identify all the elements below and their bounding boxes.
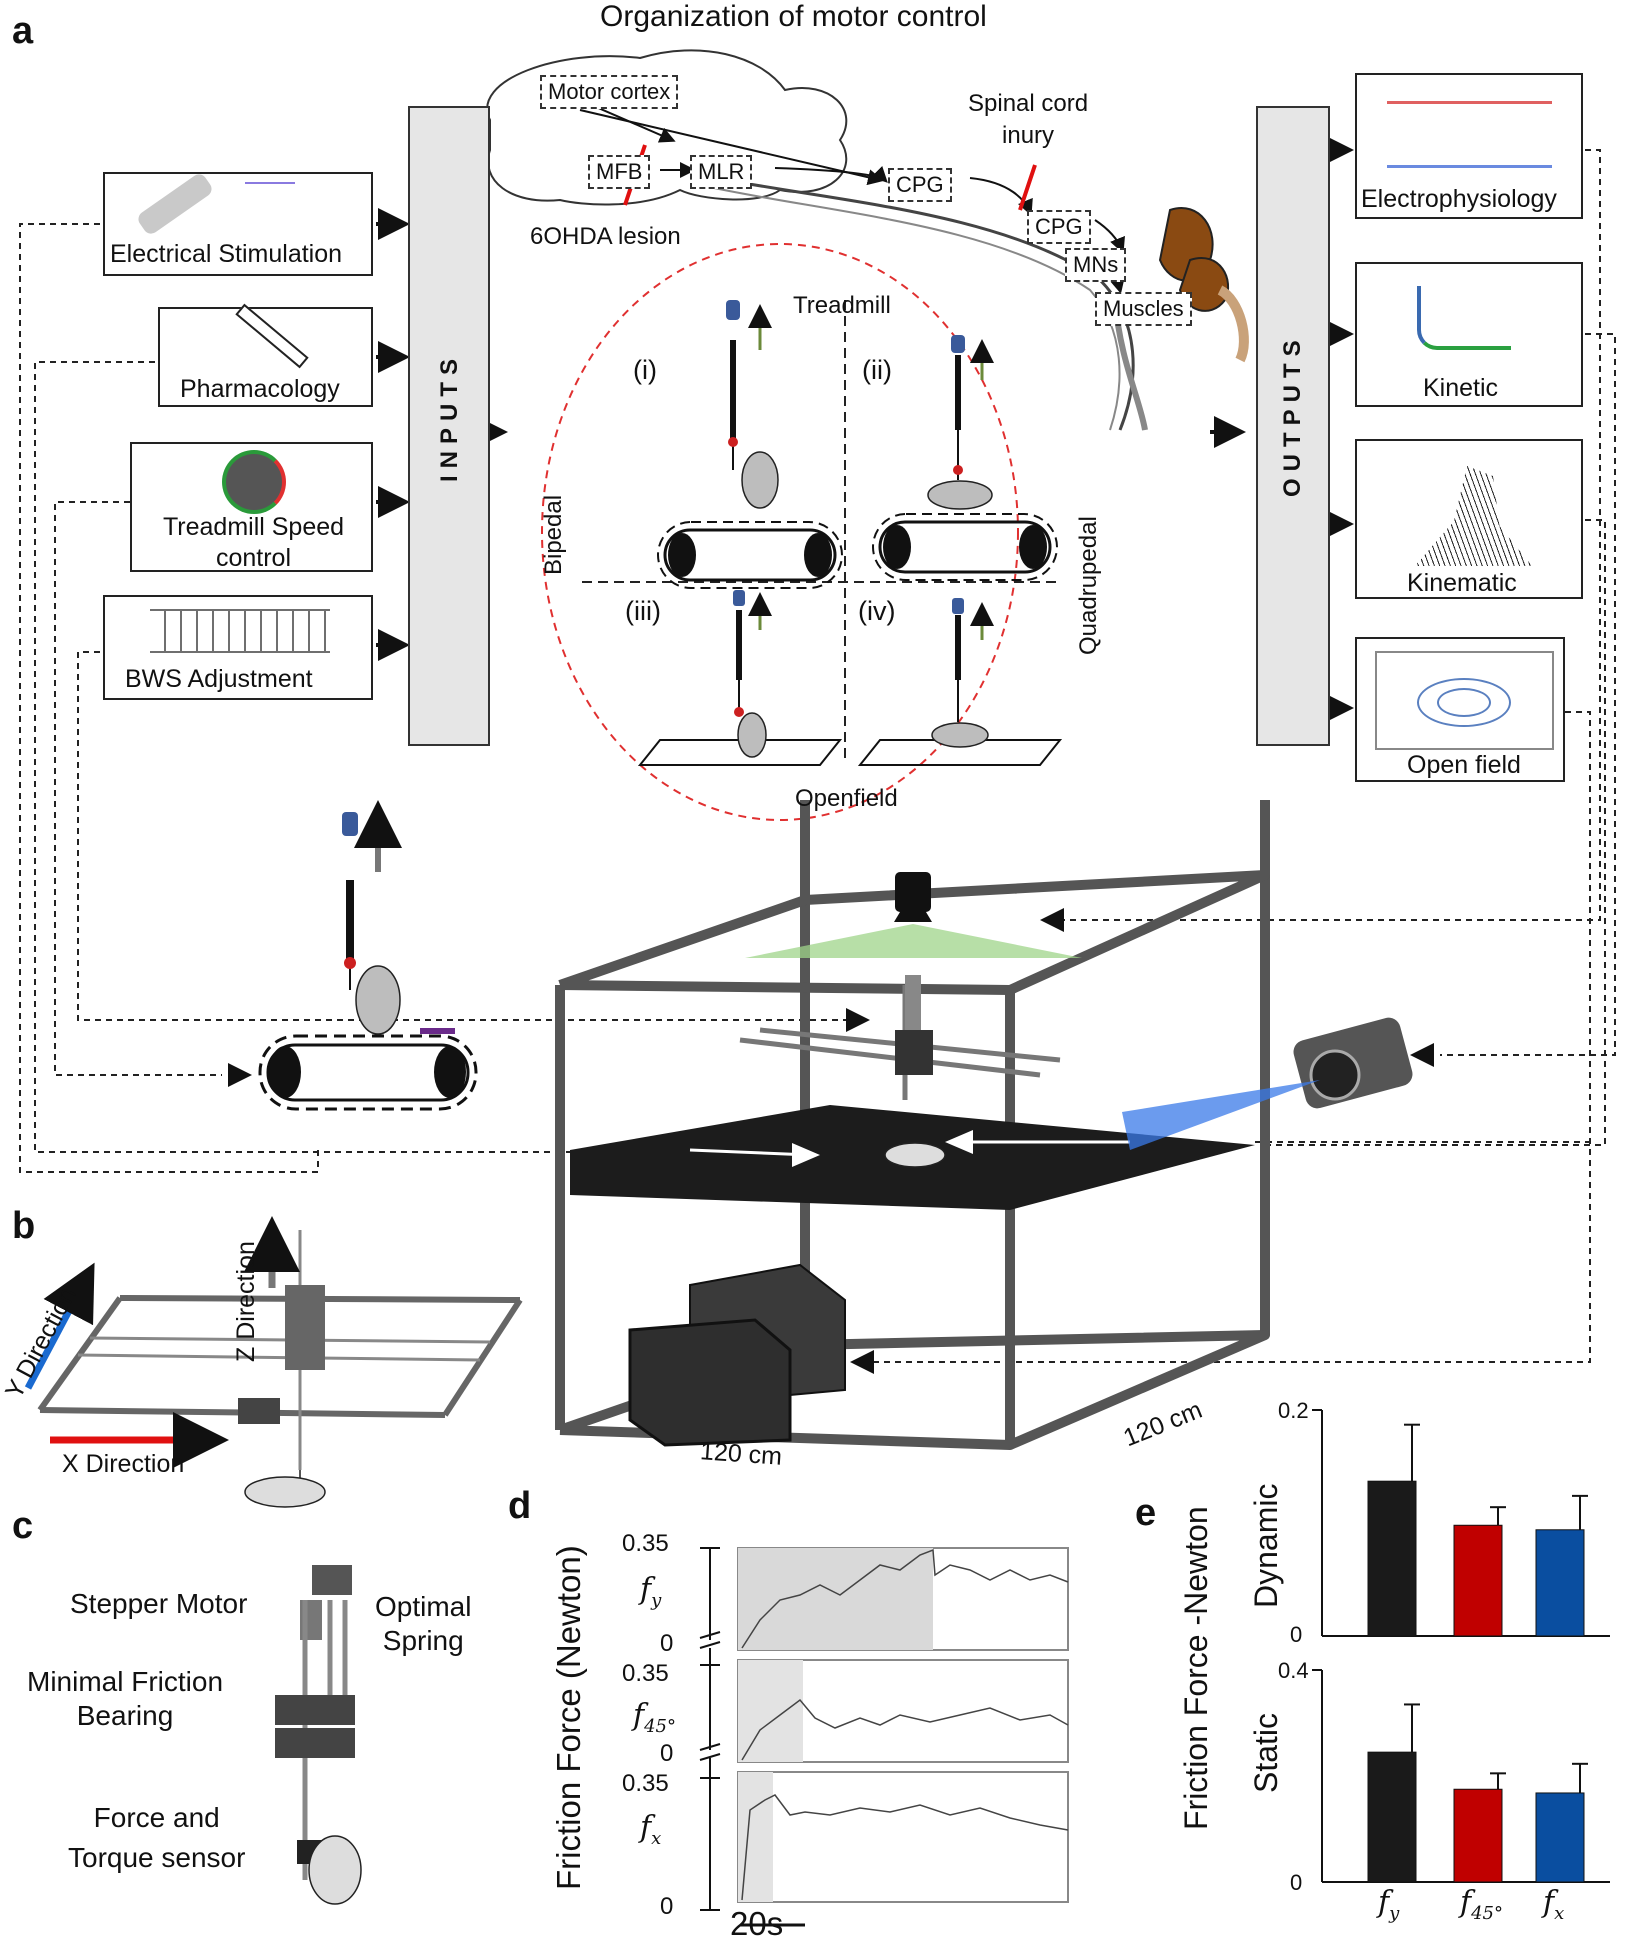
speedometer-icon [222, 450, 286, 514]
optimal-spring-label: Optimal Spring [375, 1591, 472, 1656]
stepper-motor-label: Stepper Motor [70, 1588, 248, 1619]
category-f-45: f45° [1460, 1885, 1504, 1924]
dynamic-bar-1 [1453, 1524, 1503, 1637]
category-f-x: fx [1543, 1885, 1565, 1924]
quadrant-iii-label: (iii) [625, 596, 661, 626]
mns-label: MNs [1065, 248, 1127, 282]
motor-cortex-label: Motor cortex [540, 75, 679, 109]
input-bws-adjustment[interactable]: BWS Adjustment [103, 595, 373, 700]
output-label: Kinetic [1423, 374, 1499, 402]
panel-d-label: d [508, 1485, 532, 1527]
force-torque-sensor-label: Force and Torque sensor [68, 1802, 246, 1873]
dynamic-top-tick: 0.2 [1278, 1398, 1309, 1423]
static-top-tick: 0.4 [1278, 1658, 1309, 1683]
cpg-spinal-label: CPG [1027, 210, 1091, 244]
static-bar-1 [1453, 1788, 1503, 1883]
output-label: Kinematic [1407, 569, 1517, 597]
spinal-cord-injury-label: Spinal cord inury [968, 90, 1089, 149]
cpg-brain-label: CPG [888, 168, 952, 202]
f-y-trace-label: fy [640, 1572, 662, 1611]
trace2-bottom-tick: 0 [660, 1740, 674, 1767]
static-zero-tick: 0 [1290, 1870, 1303, 1895]
trace3-top-tick: 0.35 [622, 1770, 669, 1797]
muscles-label: Muscles [1095, 292, 1192, 326]
openfield-label: Openfield [795, 785, 898, 812]
input-label: BWS Adjustment [125, 665, 313, 693]
pulse-train-icon [245, 182, 295, 202]
output-label: Electrophysiology [1361, 185, 1557, 213]
minimal-friction-bearing-label: Minimal Friction Bearing [27, 1666, 224, 1731]
emg-trace-blue [1387, 165, 1552, 168]
output-open-field[interactable]: Open field [1355, 637, 1565, 782]
quadrant-iv-label: (iv) [858, 596, 896, 626]
treadmill-label: Treadmill [793, 292, 891, 319]
mlr-label: MLR [690, 155, 753, 189]
static-bar-0 [1367, 1751, 1417, 1883]
panel-e-label: e [1135, 1492, 1157, 1534]
figure-title: Organization of motor control [600, 0, 987, 33]
outputs-bar: OUTPUTS [1256, 106, 1330, 746]
panel-b-label: b [12, 1205, 36, 1247]
x-direction-label: X Direction [62, 1450, 185, 1478]
panel-c-label: c [12, 1505, 34, 1547]
static-bar-2 [1535, 1792, 1585, 1883]
input-electrical-stimulation[interactable]: Electrical Stimulation [103, 171, 373, 276]
input-pharmacology[interactable]: Pharmacology [158, 303, 373, 407]
trace3-bottom-tick: 0 [660, 1893, 674, 1920]
input-treadmill-speed[interactable]: Treadmill Speed control [130, 442, 373, 572]
output-label: Open field [1407, 751, 1521, 779]
output-electrophysiology[interactable]: Electrophysiology [1355, 73, 1583, 219]
trace1-bottom-tick: 0 [660, 1630, 674, 1657]
inputs-bar: INPUTS [408, 106, 490, 746]
dynamic-bar-0 [1367, 1480, 1417, 1637]
time-scalebar-label: 20s [730, 1905, 784, 1942]
output-kinematic[interactable]: Kinematic [1355, 439, 1583, 599]
output-kinetic[interactable]: Kinetic [1355, 262, 1583, 407]
dynamic-zero-tick: 0 [1290, 1622, 1303, 1647]
input-label: Treadmill Speed control [162, 513, 345, 572]
emg-trace-red [1387, 101, 1552, 104]
panel-a-label: a [12, 10, 34, 52]
dynamic-bar-2 [1535, 1529, 1585, 1637]
quadrant-i-label: (i) [633, 355, 657, 385]
f-x-trace-label: fx [640, 1810, 662, 1849]
f-45-trace-label: f45° [633, 1698, 677, 1737]
input-label: Pharmacology [180, 375, 340, 403]
quadrant-ii-label: (ii) [862, 355, 892, 385]
6ohda-lesion-label: 6OHDA lesion [530, 223, 681, 250]
axes-rotation-icon [1417, 286, 1511, 350]
input-label: Electrical Stimulation [110, 240, 343, 268]
category-f-y: fy [1378, 1885, 1400, 1924]
square-wave-icon [150, 609, 330, 653]
mfb-label: MFB [588, 155, 651, 189]
trace1-top-tick: 0.35 [622, 1530, 669, 1557]
trajectory-icon [1375, 651, 1554, 750]
trace2-top-tick: 0.35 [622, 1660, 669, 1687]
